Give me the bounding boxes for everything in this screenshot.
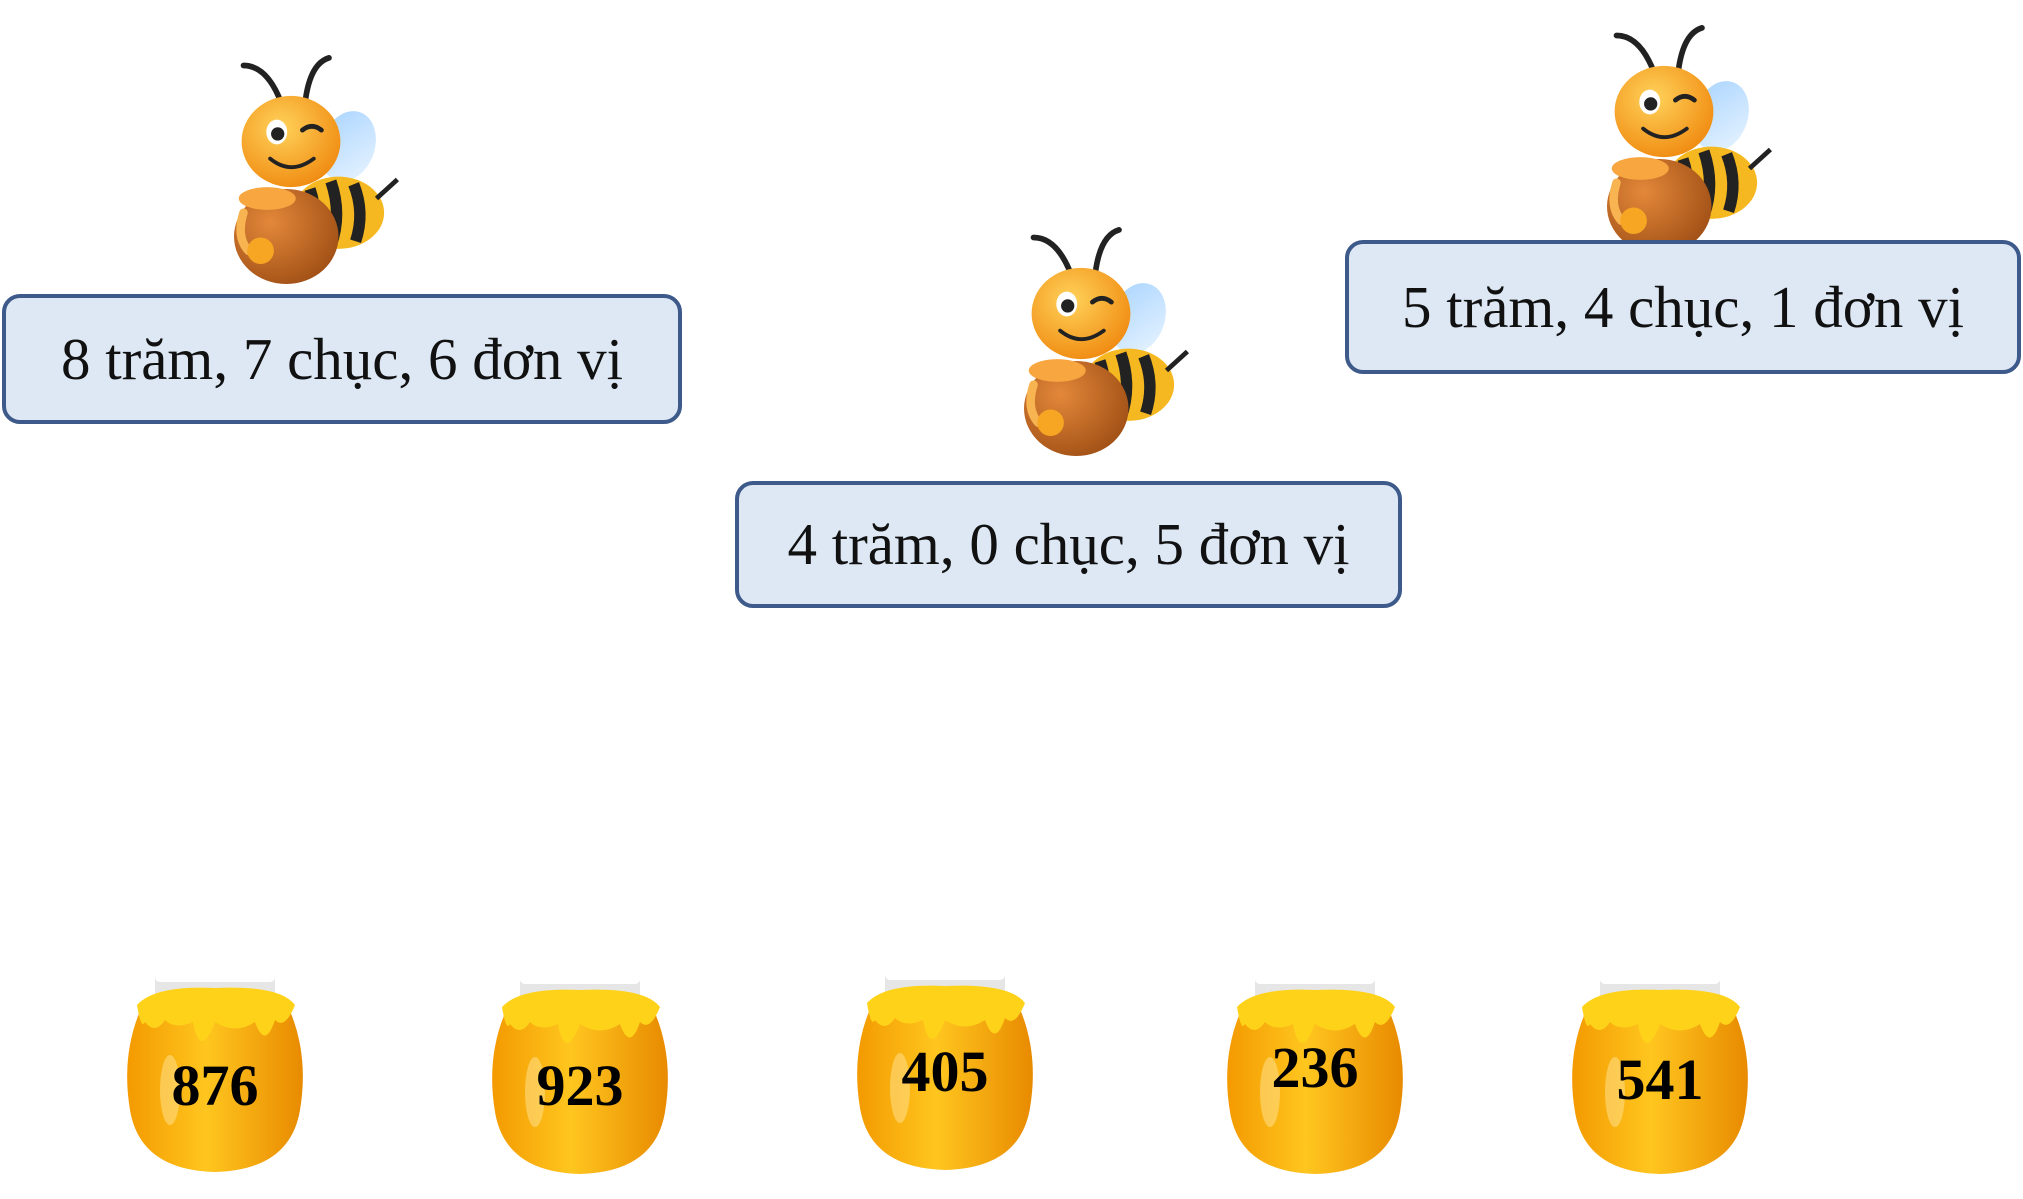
bee-honey-icon [1005, 212, 1195, 472]
jar-number: 923 [536, 1053, 624, 1118]
card-text: 4 trăm, 0 chục, 5 đơn vị [787, 511, 1350, 577]
honey-jar-405[interactable]: 405 [845, 958, 1045, 1183]
card-text: 5 trăm, 4 chục, 1 đơn vị [1401, 273, 1965, 340]
bee-honey-icon [1588, 10, 1778, 270]
honey-jar-923[interactable]: 923 [480, 962, 680, 1187]
place-value-card-1[interactable]: 8 trăm, 7 chục, 6 đơn vị [2, 294, 682, 424]
jar-number: 236 [1271, 1035, 1359, 1100]
jar-number: 541 [1616, 1047, 1704, 1112]
place-value-card-2[interactable]: 4 trăm, 0 chục, 5 đơn vị [735, 481, 1402, 608]
jar-number: 876 [171, 1053, 259, 1118]
bee-honey-icon [215, 40, 405, 300]
card-text: 8 trăm, 7 chục, 6 đơn vị [60, 325, 624, 392]
place-value-card-3[interactable]: 5 trăm, 4 chục, 1 đơn vị [1345, 240, 2021, 374]
honey-jar-236[interactable]: 236 [1215, 962, 1415, 1187]
honey-jar-541[interactable]: 541 [1560, 962, 1760, 1187]
jar-number: 405 [901, 1039, 989, 1104]
honey-jar-876[interactable]: 876 [115, 960, 315, 1185]
